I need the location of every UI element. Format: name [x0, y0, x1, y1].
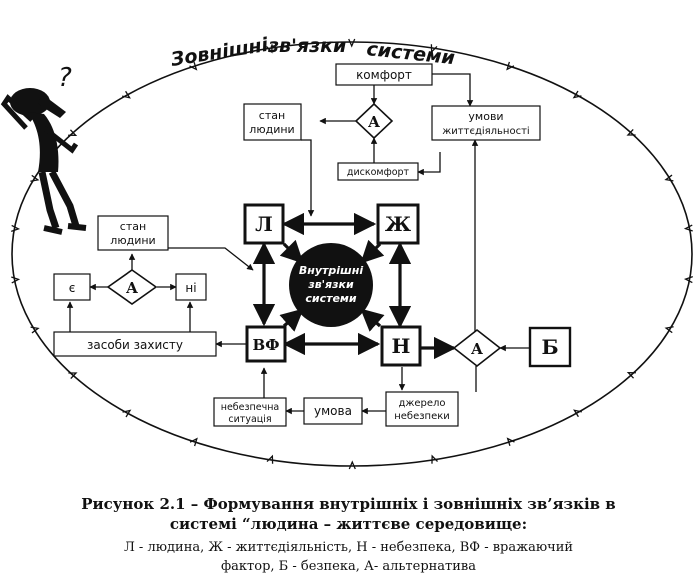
diamond-a-right-label: А	[471, 340, 484, 358]
node-zh: Ж	[376, 203, 420, 245]
rim-arrow	[11, 224, 21, 233]
box-ye: є	[53, 273, 91, 301]
rim-arrow	[664, 326, 674, 334]
rim-arrow	[30, 326, 40, 334]
node-l: Л	[243, 203, 285, 245]
rim-arrow	[122, 409, 132, 418]
rim-arrow	[68, 372, 78, 379]
box-zasoby: засоби захисту	[53, 331, 217, 357]
rim-arrow	[431, 454, 438, 464]
box-stan-left-line-2: людини	[110, 234, 155, 247]
node-n-label: Н	[392, 334, 411, 358]
box-comfort-label: комфорт	[356, 68, 412, 82]
rim-arrows	[11, 38, 693, 470]
box-discomfort: дискомфорт	[337, 162, 419, 181]
box-ye-label: є	[69, 281, 76, 295]
rim-arrow	[266, 454, 274, 464]
box-dzherelo-line-2: небезпеки	[394, 411, 450, 422]
box-umovy-line-2: життєдіяльності	[442, 125, 529, 137]
rim-arrow	[430, 44, 438, 54]
box-dzherelo: джерело небезпеки	[385, 391, 459, 427]
rim-arrow	[348, 38, 356, 48]
node-vf-label: ВФ	[253, 336, 280, 354]
inner-title-line-3: системи	[305, 292, 357, 305]
rim-arrow	[626, 372, 636, 379]
node-l-label: Л	[255, 212, 273, 236]
rim-arrow	[683, 224, 693, 232]
inner-core-circle	[289, 243, 373, 327]
node-b-label: Б	[541, 335, 558, 359]
box-nebezpechna-line-2: ситуація	[228, 414, 271, 425]
figure-caption-legend: Л - людина, Ж - життєдіяльність, Н - неб…	[0, 538, 697, 576]
diamond-a-right: А	[452, 328, 502, 368]
box-umovy: умови життєдіяльності	[431, 105, 541, 141]
inner-title-line-1: Внутрішні	[299, 264, 363, 277]
rim-arrow	[189, 61, 198, 71]
connectors	[66, 73, 530, 415]
rim-arrow	[30, 174, 40, 182]
outer-ellipse	[11, 41, 693, 467]
rim-arrow	[11, 276, 21, 284]
outer-title-word-1: Зовнішні	[168, 34, 270, 71]
thinking-man-figure	[0, 88, 87, 235]
box-nebezpechna: небезпечна ситуація	[213, 397, 287, 427]
system-diagram: Зовнішні зв'язки системи ?	[0, 34, 693, 470]
box-stan-left: стан людини	[97, 215, 169, 251]
rim-arrow	[122, 90, 131, 99]
rim-arrow	[506, 61, 515, 71]
box-stan-top-line-2: людини	[249, 123, 294, 136]
box-nebezpechna-line-1: небезпечна	[221, 402, 280, 413]
rim-arrow	[266, 44, 273, 54]
box-stan-top: стан людини	[243, 103, 302, 141]
box-umova-label: умова	[314, 404, 352, 418]
rim-arrow	[683, 275, 693, 284]
diamond-a-top-label: А	[368, 113, 381, 131]
figure-caption-title: Рисунок 2.1 – Формування внутрішніх і зо…	[0, 494, 697, 534]
diamond-a-top: А	[354, 102, 394, 140]
box-discomfort-label: дискомфорт	[347, 167, 410, 178]
node-vf: ВФ	[245, 325, 287, 363]
node-n: Н	[380, 325, 422, 367]
caption-title-line-2: системі “людина – життєве середовище:	[169, 515, 528, 533]
rim-arrow	[506, 437, 515, 447]
caption-legend-line-2: фактор, Б - безпека, А- альтернатива	[221, 559, 476, 574]
caption-title-line-1: Рисунок 2.1 – Формування внутрішніх і зо…	[81, 495, 616, 513]
question-mark: ?	[58, 63, 72, 93]
node-b: Б	[528, 326, 572, 368]
diamond-a-left: А	[106, 269, 158, 305]
rim-arrow	[348, 460, 356, 470]
diamond-a-left-label: А	[126, 279, 139, 297]
inner-links	[252, 212, 457, 360]
rim-arrow	[626, 129, 636, 136]
rim-arrow	[68, 129, 78, 136]
rim-arrow	[572, 90, 582, 99]
inner-title-line-2: зв'язки	[307, 278, 354, 291]
box-stan-left-line-1: стан	[120, 220, 146, 233]
node-zh-label: Ж	[385, 212, 412, 236]
box-zasoby-label: засоби захисту	[87, 338, 183, 352]
box-ni-label: ні	[185, 281, 196, 295]
rim-arrow	[573, 409, 582, 418]
box-ni: ні	[175, 273, 207, 301]
box-comfort: комфорт	[335, 63, 433, 86]
rim-arrow	[664, 174, 674, 182]
rim-arrow	[189, 437, 198, 447]
box-umova: умова	[303, 397, 363, 425]
box-dzherelo-line-1: джерело	[398, 398, 445, 409]
outer-title-word-2: зв'язки	[267, 35, 346, 57]
box-stan-top-line-1: стан	[259, 109, 285, 122]
box-umovy-line-1: умови	[468, 110, 503, 123]
caption-legend-line-1: Л - людина, Ж - життєдіяльність, Н - неб…	[123, 540, 574, 555]
